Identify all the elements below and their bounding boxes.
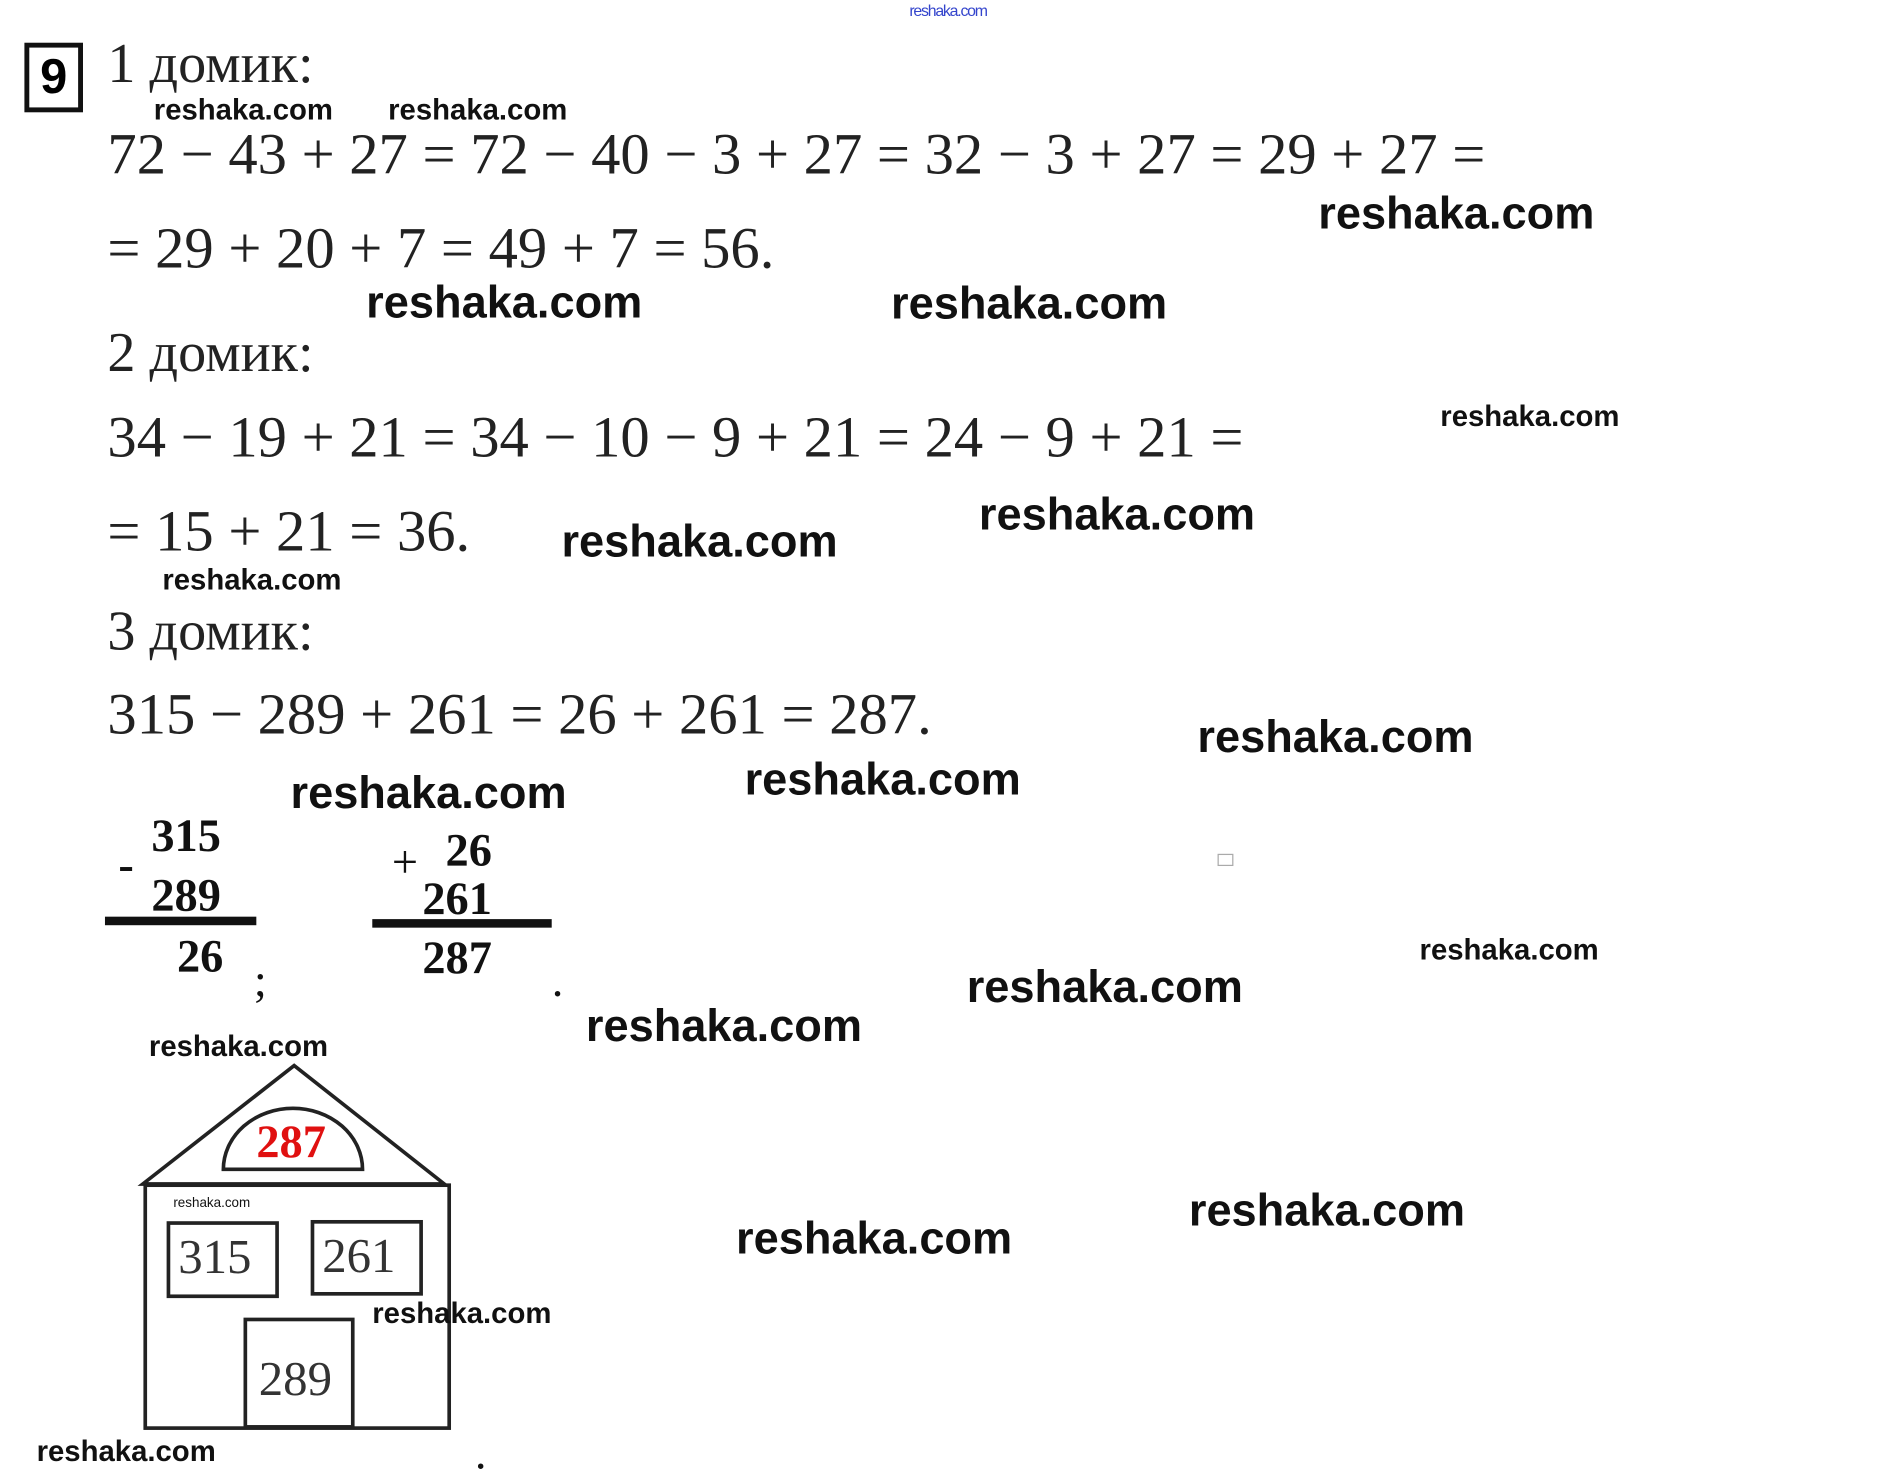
watermark: reshaka.com bbox=[162, 563, 342, 597]
watermark: reshaka.com bbox=[585, 1000, 863, 1051]
subtraction-subtrahend: 289 bbox=[151, 870, 221, 922]
watermark: reshaka.com bbox=[366, 277, 643, 328]
watermark: reshaka.com bbox=[148, 1030, 329, 1064]
watermark: reshaka.com bbox=[978, 489, 1256, 540]
subtraction-result: 26 bbox=[176, 931, 224, 983]
subtraction-separator: ; bbox=[253, 955, 267, 1007]
watermark: reshaka.com bbox=[1440, 400, 1620, 434]
watermark: reshaka.com bbox=[1419, 933, 1599, 967]
window-left-number: 315 bbox=[178, 1229, 252, 1285]
door bbox=[243, 1317, 355, 1429]
watermark: reshaka.com bbox=[966, 961, 1243, 1012]
house2-line2: = 15 + 21 = 36. bbox=[107, 499, 471, 564]
addition-bar bbox=[372, 919, 552, 928]
watermark: reshaka.com bbox=[1318, 187, 1595, 239]
watermark: reshaka.com bbox=[736, 1213, 1013, 1264]
house1-line2: = 29 + 20 + 7 = 49 + 7 = 56. bbox=[107, 216, 775, 281]
roof-arch bbox=[221, 1106, 365, 1172]
house2-line1: 34 − 19 + 21 = 34 − 10 − 9 + 21 = 24 − 9… bbox=[107, 405, 1244, 470]
top-watermark: reshaka.com bbox=[909, 1, 988, 20]
house3-line1: 315 − 289 + 261 = 26 + 261 = 287. bbox=[107, 682, 932, 748]
watermark: reshaka.com bbox=[744, 754, 1021, 805]
house3-label: 3 домик: bbox=[107, 599, 314, 662]
watermark: reshaka.com bbox=[388, 93, 568, 127]
addition-sign: + bbox=[391, 837, 418, 889]
subtraction-bar bbox=[104, 916, 257, 926]
watermark: reshaka.com bbox=[153, 93, 333, 127]
addition-first: 26 bbox=[445, 825, 492, 877]
watermark: reshaka.com bbox=[36, 1435, 216, 1469]
window-right bbox=[310, 1219, 423, 1296]
window-right-number: 261 bbox=[322, 1227, 396, 1283]
addition-result: 287 bbox=[422, 932, 492, 984]
watermark: reshaka.com bbox=[1197, 711, 1474, 762]
task-number-box: 9 bbox=[24, 42, 84, 113]
house1-label: 1 домик: bbox=[107, 31, 314, 94]
small-square-mark bbox=[1217, 853, 1234, 867]
addition-separator: . bbox=[551, 955, 564, 1007]
watermark: reshaka.com bbox=[372, 1297, 552, 1331]
trailing-dot: . bbox=[474, 1428, 487, 1479]
watermark: reshaka.com bbox=[290, 767, 567, 818]
watermark: reshaka.com bbox=[561, 516, 838, 567]
subtraction-minuend: 315 bbox=[151, 810, 221, 862]
addition-second: 261 bbox=[422, 873, 492, 926]
subtraction-sign: - bbox=[118, 839, 134, 892]
window-left bbox=[166, 1221, 279, 1299]
house1-line1: 72 − 43 + 27 = 72 − 40 − 3 + 27 = 32 − 3… bbox=[107, 122, 1486, 187]
roof-number: 287 bbox=[256, 1116, 326, 1169]
watermark: reshaka.com bbox=[891, 278, 1168, 329]
door-number: 289 bbox=[258, 1351, 333, 1407]
watermark: reshaka.com bbox=[1188, 1185, 1466, 1236]
watermark: reshaka.com bbox=[173, 1196, 251, 1211]
house2-label: 2 домик: bbox=[107, 321, 314, 384]
